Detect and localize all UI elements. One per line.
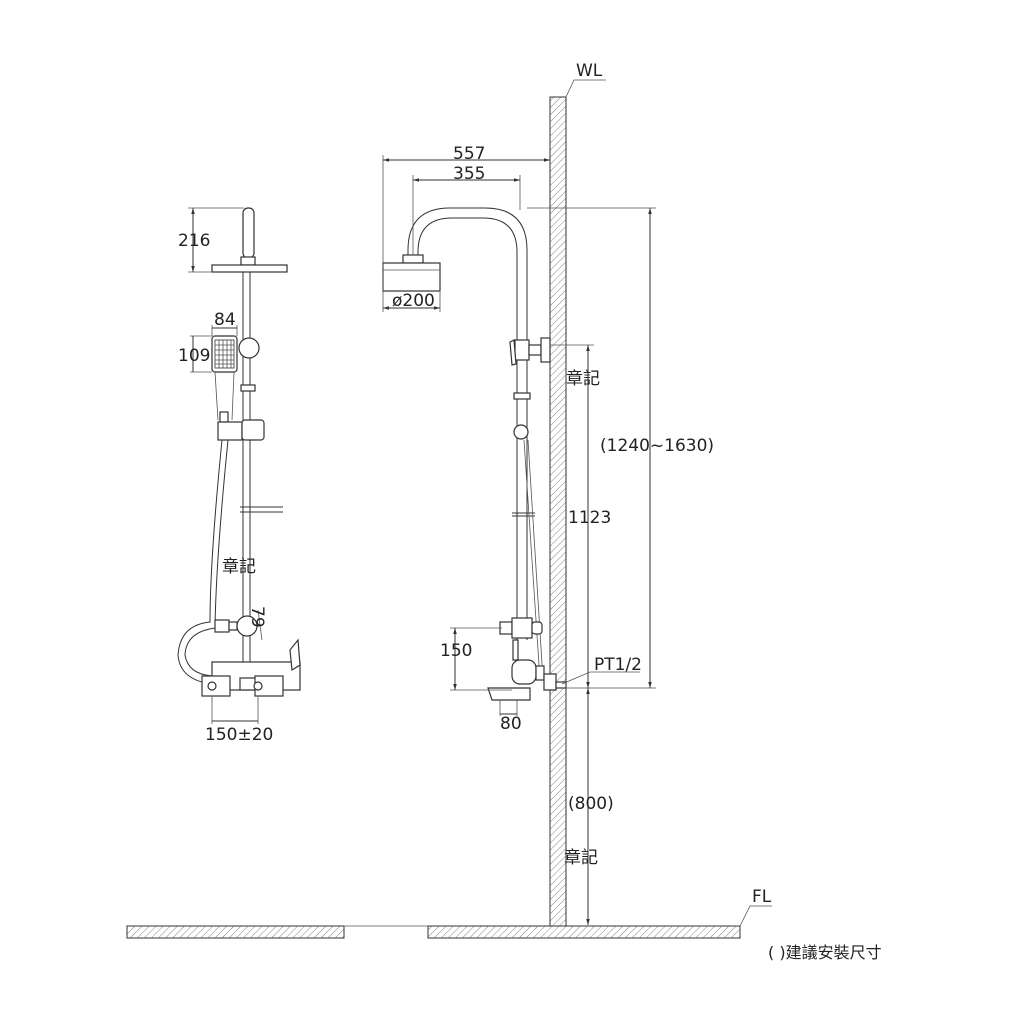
head-height-dim: 216 (178, 231, 210, 251)
arm-reach-dim: 557 (453, 144, 485, 164)
install-height-dim: (1240~1630) (600, 436, 714, 456)
knob-dim: 79 (247, 606, 267, 628)
mixer-height-dim: (800) (568, 794, 614, 814)
wall (549, 96, 567, 927)
inlet-spacing-dim: 150±20 (205, 725, 273, 745)
floor-label: FL (752, 887, 772, 907)
side-view-shower (382, 207, 567, 701)
stamp-3: 章記 (222, 557, 256, 577)
rail-height-dim: 1123 (568, 508, 611, 528)
spout-projection-dim: 80 (500, 714, 522, 734)
side-dimensions (382, 155, 656, 925)
footnote: ( )建議安裝尺寸 (768, 943, 882, 962)
wall-leader (565, 79, 606, 98)
stamp-1: 章記 (566, 369, 600, 389)
mixer-offset-dim: 150 (440, 641, 472, 661)
handheld-grid (214, 339, 235, 369)
stamp-2: 章記 (564, 848, 598, 868)
front-dimensions (188, 207, 263, 724)
wall-label: WL (576, 61, 603, 81)
connection-label: PT1/2 (594, 655, 642, 675)
arm-center-dim: 355 (453, 164, 485, 184)
head-diameter-dim: ø200 (392, 291, 435, 311)
front-view-shower (177, 207, 301, 697)
handheld-height-dim: 109 (178, 346, 210, 366)
floor-right (427, 925, 741, 939)
handheld-width-dim: 84 (214, 310, 236, 330)
floor-left (126, 925, 345, 939)
floor-leader (739, 905, 772, 927)
